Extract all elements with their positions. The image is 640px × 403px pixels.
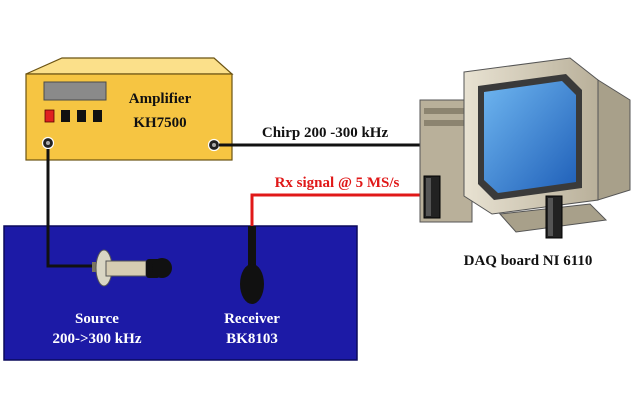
- source-cable: [46, 149, 92, 268]
- computer-label: DAQ board NI 6110: [464, 253, 593, 269]
- amplifier-button: [93, 110, 102, 122]
- receiver-model-label: BK8103: [226, 331, 278, 347]
- source-label: Source: [75, 311, 119, 327]
- computer: [419, 57, 631, 239]
- source-frequency-label: 200->300 kHz: [53, 331, 142, 347]
- monitor-screen: [484, 81, 576, 193]
- chirp-label: Chirp 200 -300 kHz: [262, 125, 389, 141]
- indicator-light: [44, 109, 55, 123]
- rx-label: Rx signal @ 5 MS/s: [275, 175, 400, 191]
- amplifier-display: [43, 81, 107, 101]
- amplifier: [25, 57, 234, 161]
- source-transducer: [92, 249, 172, 287]
- receiver-hydrophone: [240, 226, 264, 304]
- rx-cable: [250, 193, 430, 236]
- water-tank: [3, 225, 358, 361]
- amplifier-button: [61, 110, 70, 122]
- receiver-label: Receiver: [224, 311, 280, 327]
- amplifier-model: KH7500: [133, 115, 186, 131]
- amplifier-name: Amplifier: [129, 91, 192, 107]
- amplifier-button: [77, 110, 86, 122]
